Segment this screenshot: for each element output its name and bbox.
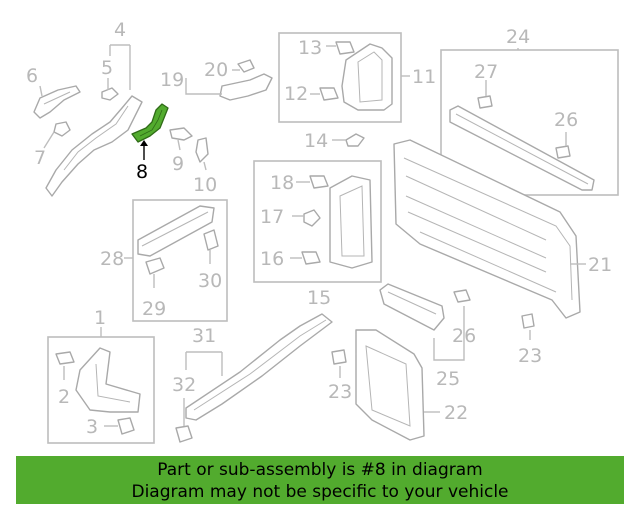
- part-28-sill: [137, 205, 215, 257]
- label-11: 11: [412, 66, 436, 88]
- part-1-trim: [75, 347, 141, 413]
- label-19: 19: [160, 69, 184, 91]
- part-26-clip-lower: [453, 289, 471, 303]
- part-26-clip: [555, 145, 571, 159]
- label-18: 18: [270, 172, 294, 194]
- part-25-bracket: [379, 283, 445, 331]
- part-12-clip: [319, 87, 339, 101]
- part-15-trim: [329, 175, 373, 269]
- label-13: 13: [298, 37, 322, 59]
- leader-lines: [39, 44, 586, 427]
- label-10: 10: [193, 174, 217, 196]
- part-3-fastener: [117, 417, 135, 435]
- part-27-clip: [477, 95, 493, 109]
- info-banner: Part or sub-assembly is #8 in diagram Di…: [16, 456, 624, 504]
- label-31: 31: [192, 325, 216, 347]
- label-7: 7: [34, 147, 46, 169]
- label-26-top: 26: [554, 109, 578, 131]
- part-24-molding: [449, 105, 595, 191]
- label-8: 8: [136, 161, 148, 183]
- label-20: 20: [204, 59, 228, 81]
- part-6-bracket: [33, 85, 81, 119]
- label-32: 32: [172, 374, 196, 396]
- label-21: 21: [588, 254, 612, 276]
- label-30: 30: [198, 270, 222, 292]
- part-4-pillar-trim: [45, 95, 143, 197]
- label-5: 5: [101, 57, 113, 79]
- label-4: 4: [114, 19, 126, 41]
- label-22: 22: [444, 402, 468, 424]
- part-8-highlighted: [131, 103, 169, 143]
- label-23-left: 23: [328, 381, 352, 403]
- part-5-clip: [101, 87, 119, 101]
- label-15: 15: [307, 287, 331, 309]
- part-30-clip: [203, 229, 219, 251]
- label-16: 16: [260, 248, 284, 270]
- part-9-clip: [169, 127, 193, 141]
- part-16-clip: [301, 251, 321, 265]
- label-12: 12: [284, 83, 308, 105]
- part-17-nut: [303, 209, 321, 227]
- group-box-28: [132, 199, 228, 322]
- part-20-trim: [219, 73, 273, 101]
- part-23-clip-left: [331, 349, 347, 365]
- part-23-clip-right: [521, 313, 535, 329]
- part-18-clip: [309, 175, 329, 189]
- label-2: 2: [58, 386, 70, 408]
- banner-line-2: Diagram may not be specific to your vehi…: [131, 482, 509, 502]
- group-box-24: [440, 49, 619, 196]
- label-6: 6: [26, 65, 38, 87]
- label-29: 29: [142, 298, 166, 320]
- part-29-fastener: [145, 257, 165, 275]
- label-23-right: 23: [518, 345, 542, 367]
- part-13-clip: [335, 41, 355, 55]
- part-10-clip: [195, 137, 209, 163]
- part-14-pin: [345, 133, 365, 147]
- label-17: 17: [260, 206, 284, 228]
- part-7-screw: [53, 121, 71, 137]
- part-2-clip: [55, 351, 75, 365]
- parts-diagram: 4 5 6 7 8 9 10 19 20 13 12 11 14 24 27 2…: [26, 19, 619, 444]
- label-24: 24: [506, 26, 530, 48]
- group-box-11: [278, 32, 402, 123]
- label-27: 27: [474, 61, 498, 83]
- label-28: 28: [100, 248, 124, 270]
- label-14: 14: [304, 130, 328, 152]
- group-box-15: [253, 160, 382, 283]
- label-3: 3: [86, 416, 98, 438]
- part-20-clip: [237, 59, 255, 73]
- part-32-fastener: [175, 425, 193, 443]
- label-1: 1: [94, 307, 106, 329]
- part-21-panel: [393, 139, 581, 319]
- label-9: 9: [172, 153, 184, 175]
- part-11-trim: [341, 43, 393, 111]
- label-26-bottom: 26: [452, 325, 476, 347]
- label-25: 25: [436, 368, 460, 390]
- part-22-frame: [355, 329, 425, 441]
- banner-line-1: Part or sub-assembly is #8 in diagram: [157, 460, 483, 480]
